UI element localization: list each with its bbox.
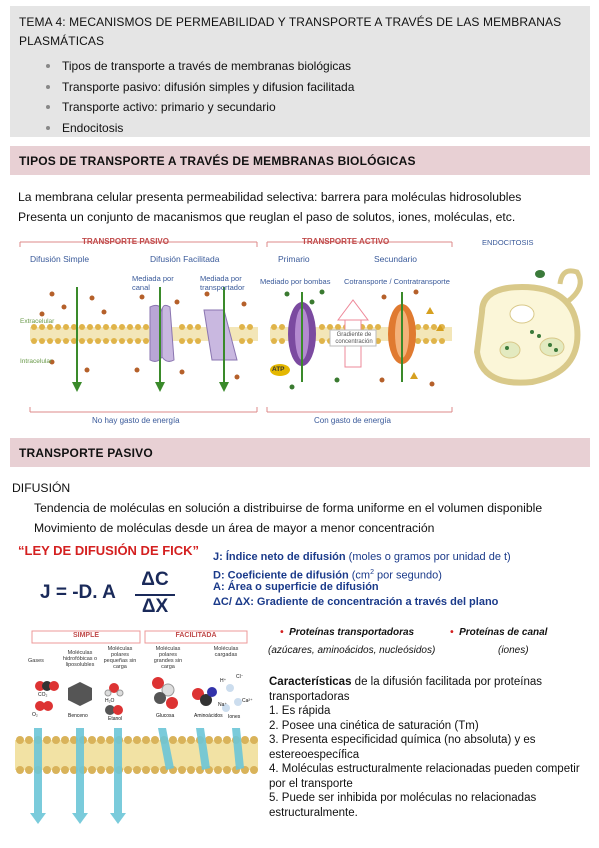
mol-glucose: Glucosa (156, 713, 175, 719)
col-charged: Moléculas cargadas (213, 646, 239, 658)
section-heading-passive: TRANSPORTE PASIVO (10, 438, 590, 467)
section-heading-types: TIPOS DE TRANSPORTE A TRAVÉS DE MEMBRANA… (10, 146, 590, 175)
list-item: Tipos de transporte a través de membrana… (44, 56, 354, 77)
mol-co2: CO₂ (38, 692, 48, 698)
section1-line1: La membrana celular presenta permeabilid… (18, 190, 522, 204)
mol-ethanol: Etanol (108, 716, 123, 722)
fick-equation-numerator: ΔC (141, 569, 169, 590)
label-atp: ATP (272, 366, 285, 373)
mol-o2: O₂ (32, 712, 38, 718)
topic-title: TEMA 4: MECANISMOS DE PERMEABILIDAD Y TR… (19, 15, 562, 48)
feature-item: 1. Es rápida (269, 705, 331, 717)
fick-def-gradient: ΔC/ ΔX: Gradiente de concentración a tra… (213, 596, 499, 608)
subheading-diffusion: DIFUSIÓN (12, 481, 71, 495)
features-title: Características de la difusión facilitad… (269, 676, 542, 703)
mol-benzene: Benceno (68, 713, 88, 719)
bullet-icon (46, 64, 50, 68)
bullet-icon (46, 84, 50, 89)
feature-item: 3. Presenta especificidad química (no ab… (269, 734, 536, 761)
feature-item: 5. Puede ser inhibida por moléculas no r… (269, 792, 537, 819)
topic-box: TEMA 4: MECANISMOS DE PERMEABILIDAD Y TR… (10, 6, 590, 137)
label-carrier: Mediada por transportador (200, 274, 245, 292)
label-cotransport: Cotransporte / Contratransporte (344, 277, 450, 286)
fick-def-d: D: Coeficiente de difusión (cm2 por segu… (213, 569, 442, 582)
permeability-figure: SIMPLE FACILITADA Gases Moléculas hidrof… (10, 628, 260, 830)
protein-channels: • Proteínas de canal (450, 627, 548, 638)
transport-diagram (19, 241, 583, 413)
fick-def-j: J: Índice neto de difusión (moles o gram… (213, 551, 511, 563)
bullet-icon (46, 105, 50, 109)
mol-water: H₂O (105, 698, 115, 704)
label-pump: Mediado por bombas (260, 277, 331, 286)
features-block: Características de la difusión facilitad… (269, 675, 587, 820)
feature-item: 2. Posee una cinética de saturación (Tm) (269, 719, 479, 732)
label-extracellular: Extracelular (20, 318, 55, 325)
permeability-diagram (15, 630, 258, 824)
diffusion-line2: Movimiento de moléculas desde un área de… (34, 521, 435, 535)
protein-transporters: • Proteínas transportadoras (280, 627, 415, 638)
label-channel: Mediada por canal (132, 274, 174, 292)
label-facilitated: FACILITADA (175, 632, 217, 639)
label-simple-diffusion: Difusión Simple (30, 254, 90, 264)
label-simple: SIMPLE (72, 632, 100, 639)
list-item: Transporte pasivo: difusión simples y di… (44, 77, 354, 98)
ion-cl: Cl⁻ (236, 674, 244, 680)
fick-equation-denominator: ΔX (141, 596, 169, 617)
ion-h: H⁺ (220, 678, 227, 684)
diffusion-line1: Tendencia de moléculas en solución a dis… (34, 501, 543, 515)
ion-label: Iones (228, 714, 241, 720)
label-secondary: Secundario (374, 254, 418, 264)
label-passive: TRANSPORTE PASIVO (82, 237, 169, 246)
feature-item: 4. Moléculas estructuralmente relacionad… (269, 763, 580, 790)
label-facilitated-diffusion: Difusión Facilitada (150, 254, 220, 264)
bullet-icon (46, 125, 50, 130)
membrane-passive (30, 324, 258, 344)
label-with-energy: Con gasto de energía (314, 416, 391, 425)
protein-channels-sub: (iones) (498, 645, 529, 656)
fick-title: “LEY DE DIFUSIÓN DE FICK” (18, 543, 200, 558)
list-item: Transporte activo: primario y secundario (44, 97, 354, 118)
mol-aminoacids: Aminoácidos (194, 713, 223, 719)
label-no-energy: No hay gasto de energía (92, 416, 180, 425)
section1-line2: Presenta un conjunto de macanismos que r… (18, 210, 516, 224)
label-intracellular: Intracelular (20, 358, 53, 365)
col-gases: Gases (28, 658, 44, 664)
ion-na: Na⁺ (218, 702, 228, 708)
protein-transporters-sub: (azúcares, aminoácidos, nucleósidos) (268, 645, 436, 656)
fick-equation-left: J = -D. A (40, 582, 116, 603)
endocytosis-cell (473, 268, 583, 386)
label-primary: Primario (278, 254, 310, 264)
list-item: Endocitosis (44, 118, 354, 139)
col-large-polar: Moléculas polares grandes sin carga (153, 646, 183, 670)
label-active: TRANSPORTE ACTIVO (302, 237, 390, 246)
col-small-polar: Moléculas polares pequeñas sin carga (103, 646, 137, 670)
col-hydrophobic: Moléculas hidrofóbicas o liposolubles (62, 650, 98, 668)
label-endocytosis: ENDOCITOSIS (482, 238, 534, 247)
transport-types-figure: TRANSPORTE PASIVO Difusión Simple Difusi… (12, 232, 592, 432)
label-gradient: Gradiente de concentración (335, 332, 373, 345)
topic-list: Tipos de transporte a través de membrana… (44, 56, 354, 138)
ion-ca: Ca²⁺ (242, 698, 253, 704)
fick-def-a: A: Área o superficie de difusión (213, 581, 379, 593)
fraction-bar (135, 594, 175, 596)
